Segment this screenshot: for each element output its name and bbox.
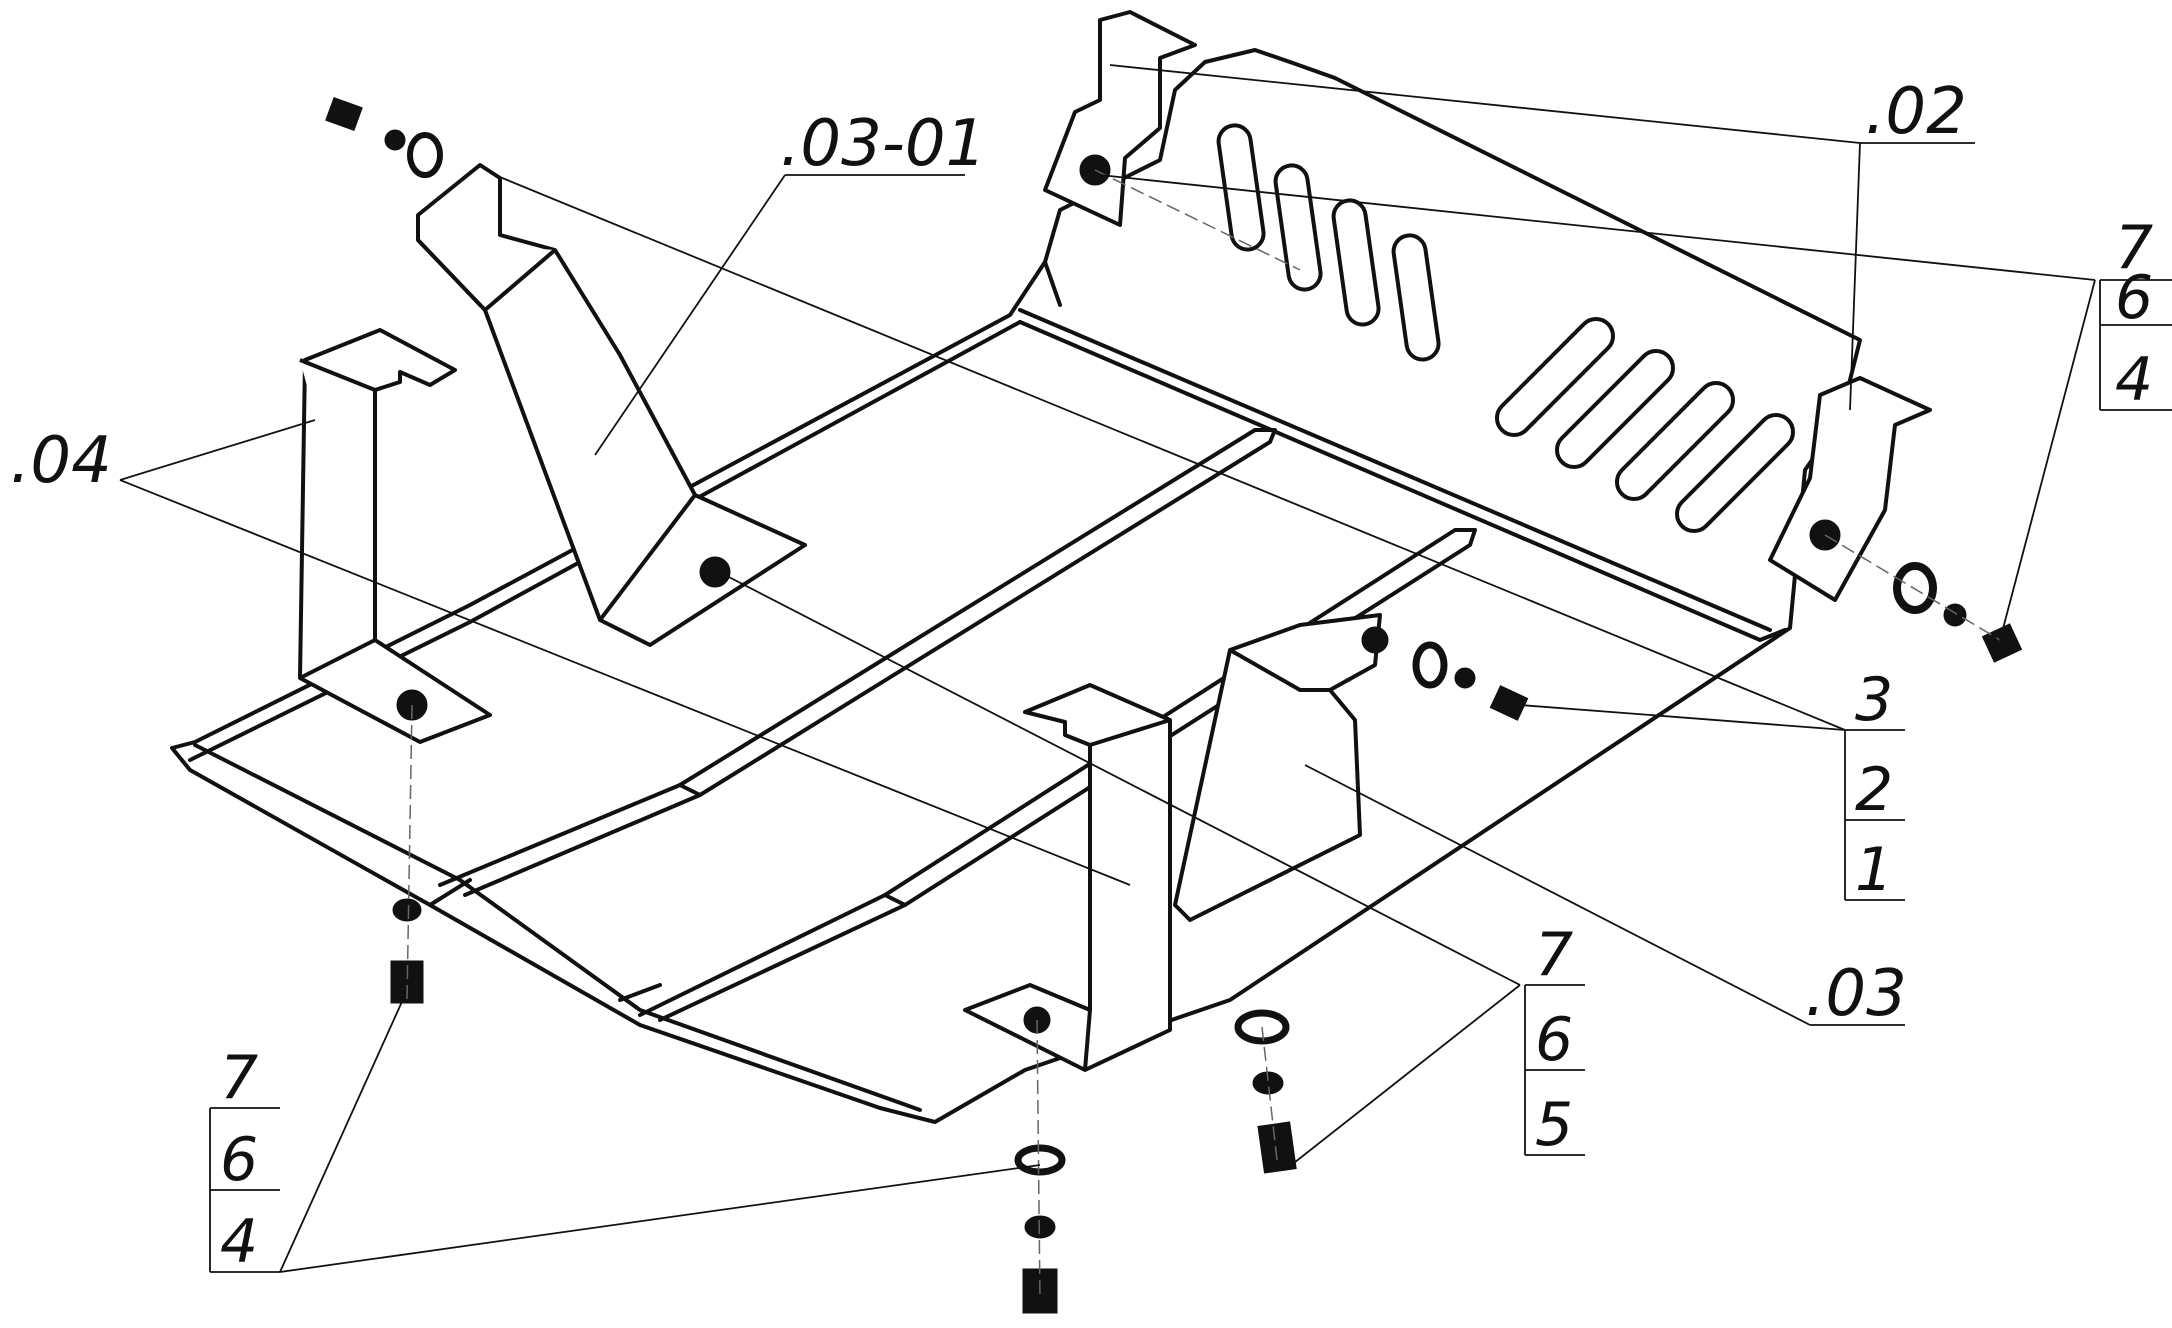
- stack-bottom-mid-3: 5: [1535, 1090, 1573, 1160]
- bracket-04-right: [963, 683, 1172, 1072]
- callout-03: .03: [1805, 957, 1907, 1031]
- stack-frames: [209, 279, 2172, 1273]
- callout-03-01: .03-01: [780, 107, 986, 181]
- callout-04: .04: [10, 424, 112, 498]
- stack-bottom-left-2: 6: [220, 1125, 258, 1195]
- stack-top-right-2: 6: [2115, 263, 2153, 333]
- leader-lines: [119, 64, 2096, 1273]
- skid-plate-body: [170, 48, 1862, 1124]
- stack-bottom-mid-1: 7: [1535, 920, 1573, 990]
- center-lines: [406, 169, 2001, 1301]
- stack-top-right-1: 7: [2115, 213, 2153, 283]
- stack-bottom-left-3: 4: [220, 1207, 258, 1277]
- bracket-04-left: [298, 328, 492, 744]
- stack-mid-right-1: 3: [1855, 665, 1893, 735]
- bracket-02-right: [1768, 376, 1932, 602]
- stack-mid-right-3: 1: [1855, 835, 1893, 905]
- stack-bottom-mid-2: 6: [1535, 1005, 1573, 1075]
- bracket-03: [1173, 613, 1382, 922]
- stack-bottom-left-1: 7: [220, 1043, 258, 1113]
- stack-mid-right-2: 2: [1855, 755, 1893, 825]
- vent-slots: [1216, 123, 1796, 534]
- stack-top-right-3: 4: [2115, 345, 2153, 415]
- callout-02: .02: [1865, 75, 1967, 149]
